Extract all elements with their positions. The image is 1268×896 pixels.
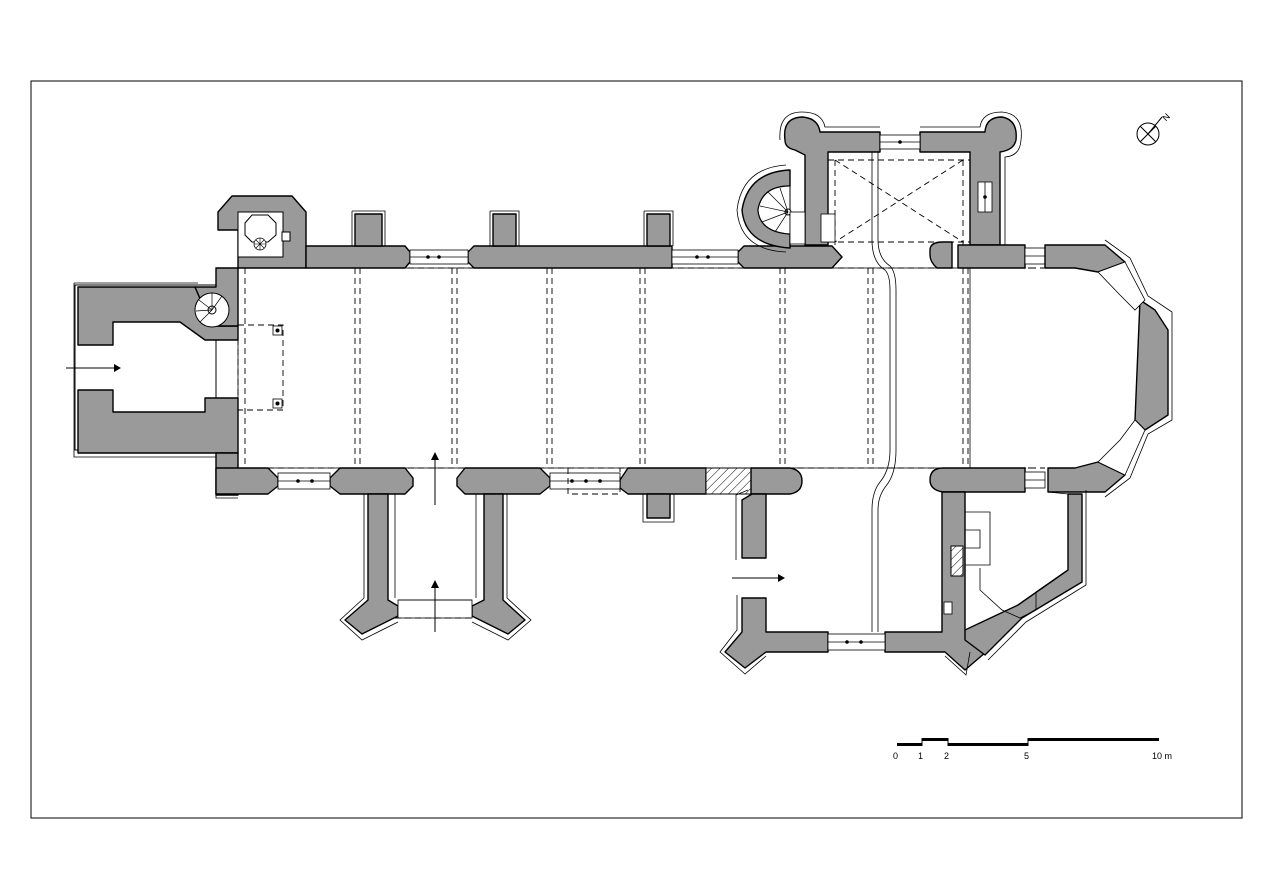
scale-tick-5: 5 [1024, 751, 1029, 761]
scale-tick-1: 1 [918, 751, 923, 761]
drawing-frame [30, 80, 1243, 819]
scale-tick-10: 10 m [1152, 751, 1172, 761]
north-label: N [1160, 111, 1172, 123]
nave [237, 145, 1030, 632]
vault-lines [238, 267, 1030, 469]
entrance-arrow-icon [66, 364, 121, 372]
spiral-stair-icon [757, 185, 792, 235]
south-porch [339, 452, 532, 641]
west-porch [66, 267, 239, 496]
south-wall [215, 467, 803, 523]
entrance-arrow-icon [431, 452, 439, 505]
entrance-arrow-icon [732, 574, 785, 582]
scale-tick-2: 2 [944, 751, 949, 761]
choir-apse [929, 239, 1173, 498]
north-arrow-icon: N [1136, 111, 1172, 146]
scale-bar: 0 1 2 5 10 m [893, 738, 1172, 761]
north-wall [217, 195, 843, 269]
scale-tick-0: 0 [893, 751, 898, 761]
sacristy [964, 490, 1087, 661]
spiral-stair-icon [194, 292, 230, 328]
south-chapel [719, 489, 991, 676]
entrance-arrow-icon [431, 580, 439, 632]
north-tower [736, 111, 1022, 253]
